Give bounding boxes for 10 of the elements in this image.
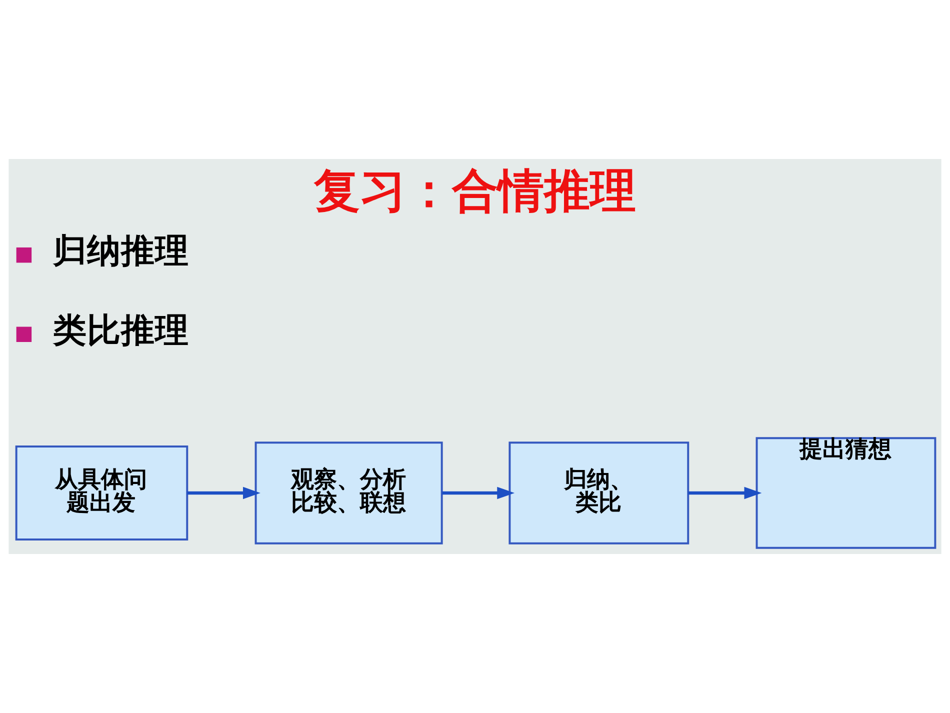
arrow [688,486,762,500]
diagram-title: 复习：合情推理 [314,164,636,218]
node-box: 从具体问题出发 [15,445,188,540]
node-box: 归纳、类比 [508,442,690,544]
node-box: 观察、分析比较、联想 [254,442,443,544]
arrow [442,486,515,500]
label: 类比推理 [52,310,189,350]
label: 归纳推理 [52,231,189,270]
arrow [187,486,260,500]
node-box: 提出猜想 [756,437,936,549]
